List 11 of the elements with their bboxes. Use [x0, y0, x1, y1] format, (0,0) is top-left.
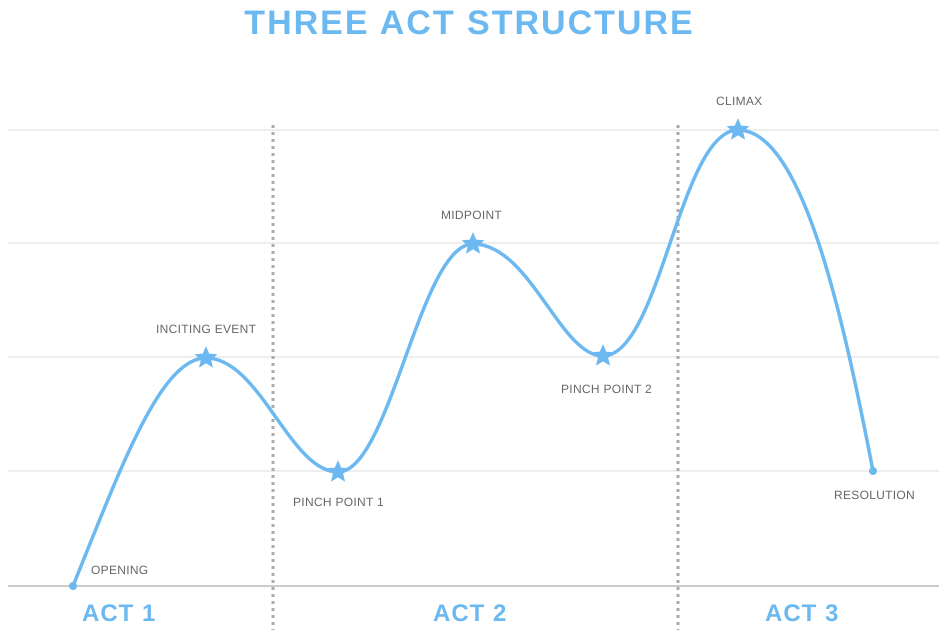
act-label: ACT 2	[433, 600, 508, 628]
act-label: ACT 1	[82, 600, 156, 628]
point-label: OPENING	[91, 563, 148, 577]
point-label: INCITING EVENT	[156, 322, 256, 336]
point-label: CLIMAX	[716, 94, 762, 108]
point-label: PINCH POINT 1	[293, 495, 384, 509]
point-label: MIDPOINT	[441, 208, 502, 222]
act-label: ACT 3	[765, 600, 840, 628]
point-label: PINCH POINT 2	[561, 382, 652, 396]
point-label: RESOLUTION	[834, 488, 916, 502]
title: THREE ACT STRUCTURE	[243, 4, 696, 43]
